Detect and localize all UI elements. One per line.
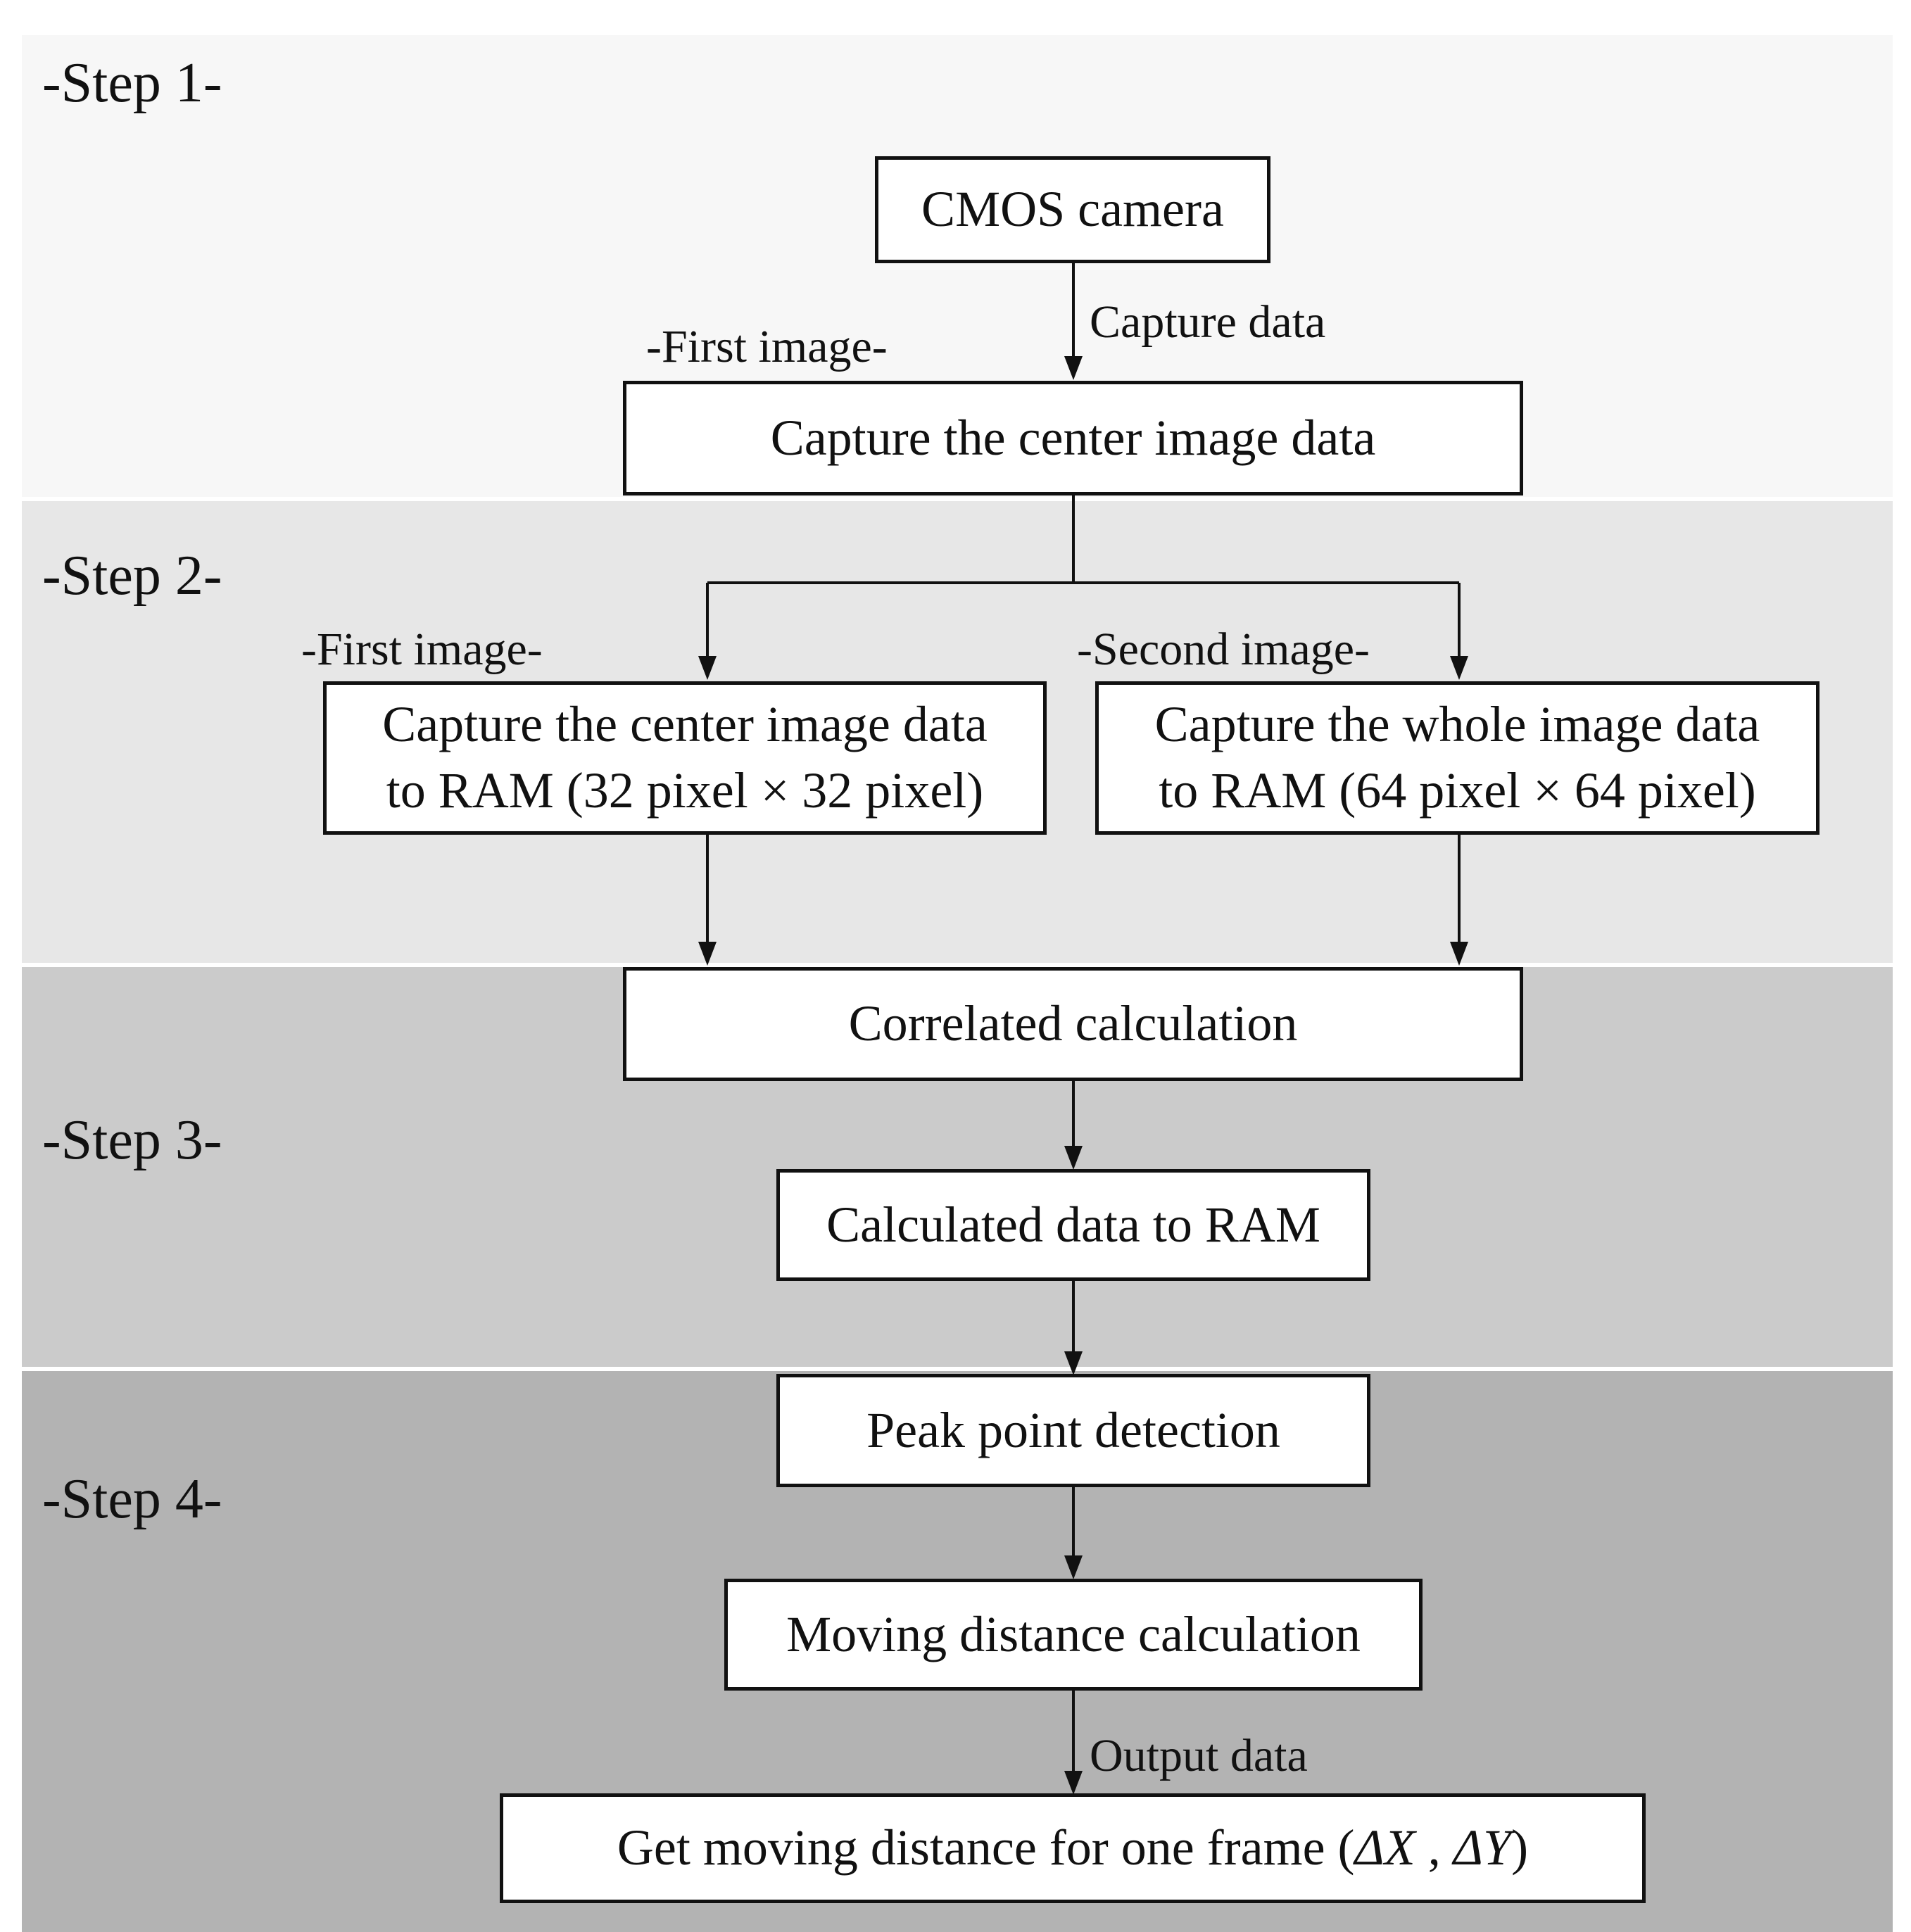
- step2-label: -Step 2-: [42, 545, 222, 607]
- capture-data-label: Capture data: [1090, 296, 1326, 348]
- arrowhead-second-image: [1450, 656, 1468, 680]
- capture-center-ram-box: Capture the center image data to RAM (32…: [323, 681, 1047, 835]
- delta-x: ΔX: [1354, 1819, 1415, 1876]
- comma-separator: ,: [1415, 1819, 1453, 1876]
- output-data-label: Output data: [1090, 1730, 1308, 1781]
- second-image-label: -Second image-: [1077, 624, 1370, 675]
- arrowhead-correlated-left: [698, 942, 717, 966]
- step3-label: -Step 3-: [42, 1109, 222, 1171]
- arrowhead-correlated-right: [1450, 942, 1468, 966]
- capture-whole-ram-box: Capture the whole image data to RAM (64 …: [1095, 681, 1819, 835]
- calculated-data-ram-box: Calculated data to RAM: [776, 1169, 1370, 1281]
- step4-label: -Step 4-: [42, 1468, 222, 1530]
- capture-center-image-box: Capture the center image data: [623, 381, 1523, 495]
- cmos-camera-box: CMOS camera: [875, 156, 1270, 263]
- arrowhead-capture: [1064, 356, 1083, 380]
- arrowhead-calculated: [1064, 1146, 1083, 1170]
- close-paren: ): [1511, 1819, 1529, 1876]
- step1-label: -Step 1-: [42, 52, 222, 114]
- get-moving-distance-text: Get moving distance for one frame (: [617, 1819, 1355, 1876]
- first-image-label-step2: -First image-: [301, 624, 543, 675]
- arrowhead-first-image: [698, 656, 717, 680]
- peak-point-detection-box: Peak point detection: [776, 1374, 1370, 1487]
- delta-y: ΔY: [1453, 1819, 1512, 1876]
- first-image-label-step1: -First image-: [646, 321, 888, 372]
- correlated-calculation-box: Correlated calculation: [623, 967, 1523, 1081]
- arrowhead-output: [1064, 1771, 1083, 1795]
- get-moving-distance-box: Get moving distance for one frame (ΔX , …: [500, 1793, 1646, 1903]
- arrowhead-moving: [1064, 1555, 1083, 1579]
- arrowhead-peak: [1064, 1351, 1083, 1375]
- moving-distance-calculation-box: Moving distance calculation: [724, 1579, 1423, 1691]
